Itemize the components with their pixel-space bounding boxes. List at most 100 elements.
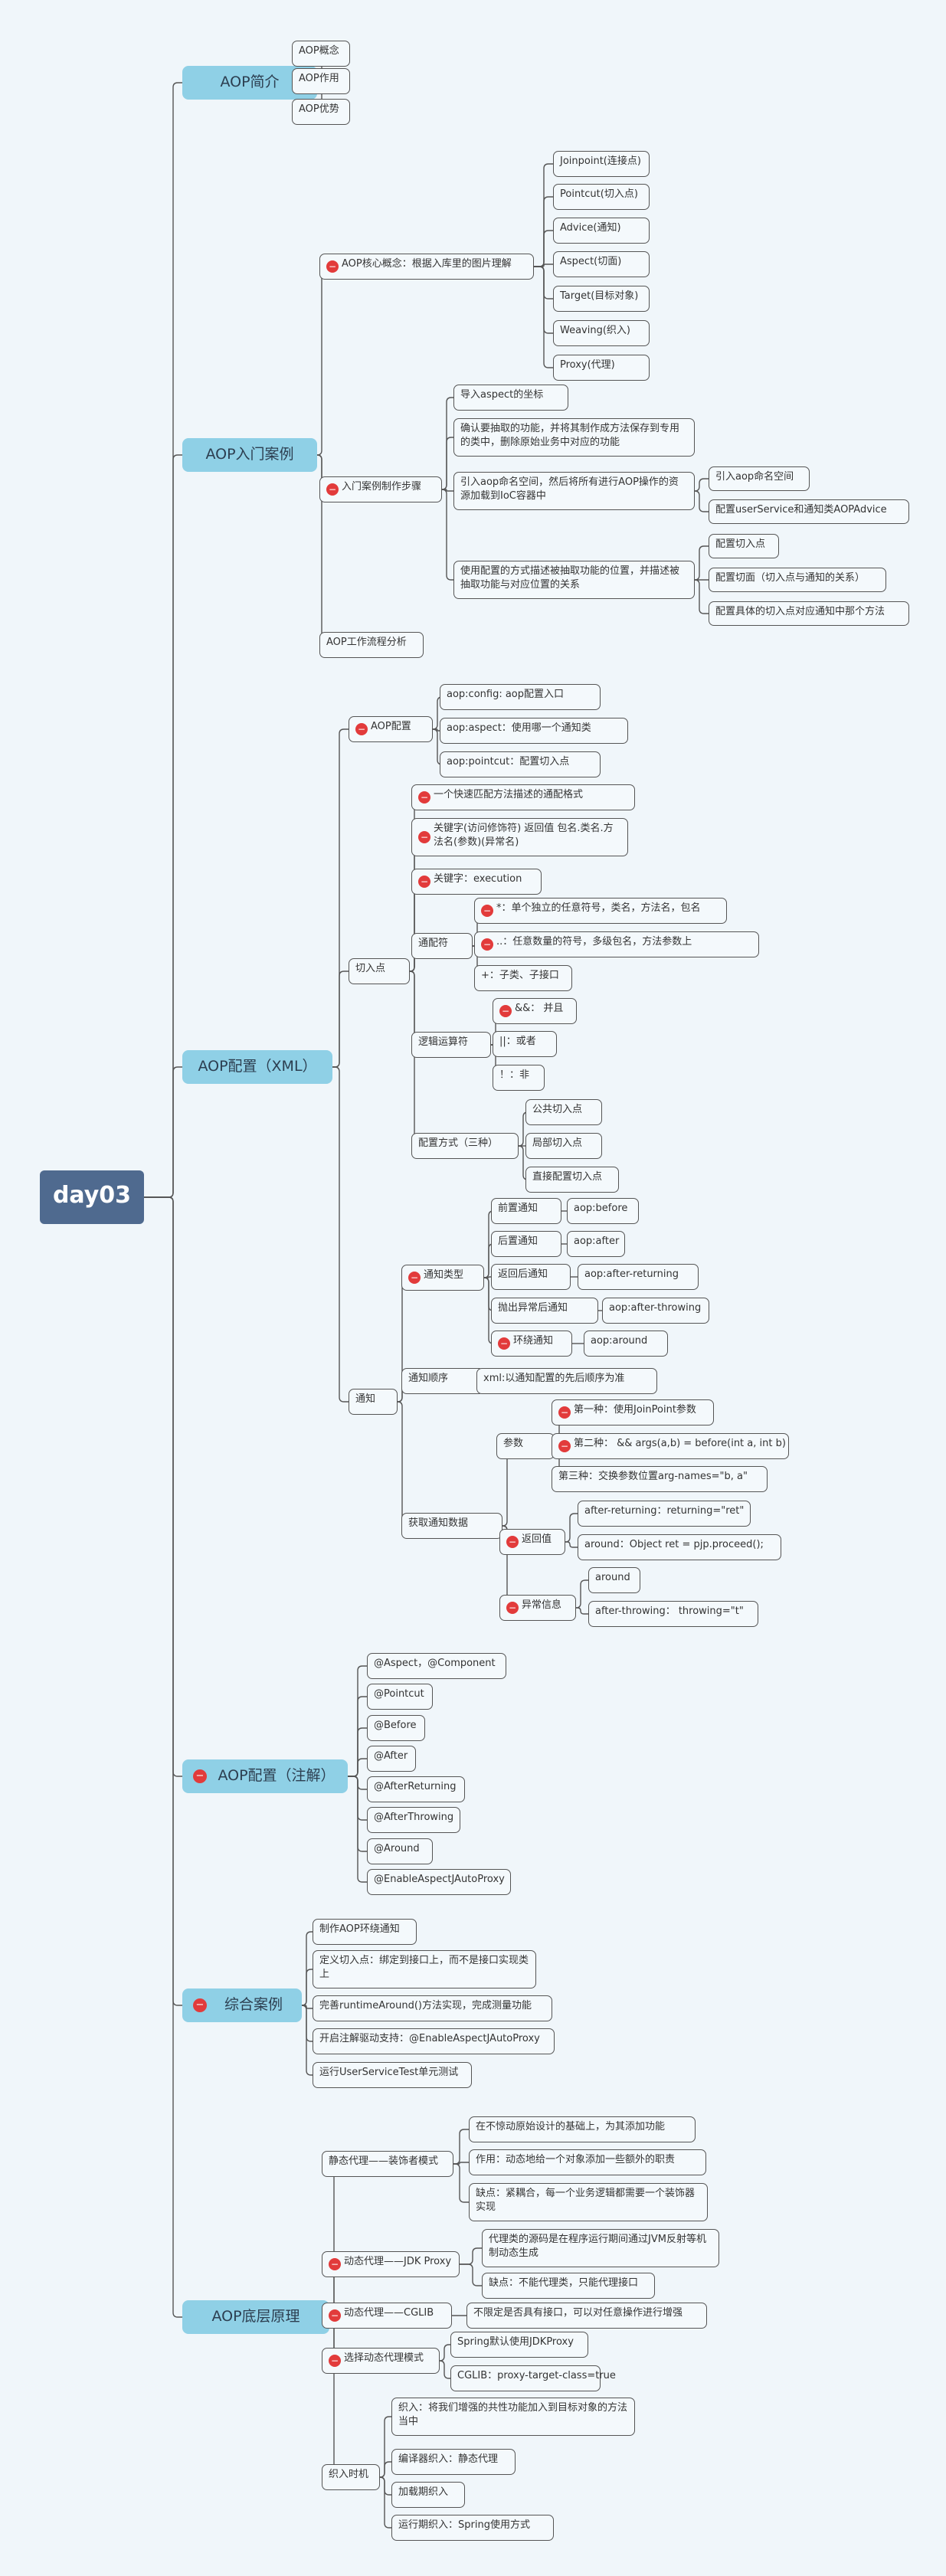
topic-node-c3c2b[interactable]: around：Object ret = pjp.proceed(); [578,1534,781,1560]
topic-node-c1[interactable]: −AOP配置 [349,716,433,742]
topic-node-c3a3[interactable]: 返回后通知 [491,1264,571,1290]
topic-node-c2d3[interactable]: +：子类、子接口 [474,965,572,991]
topic-node-b2d[interactable]: 使用配置的方式描述被抽取功能的位置，并描述被抽取功能与对应位置的关系 [453,561,695,599]
topic-node-c2e2[interactable]: ||：或者 [493,1031,557,1057]
topic-node-f3a[interactable]: 不限定是否具有接口，可以对任意操作进行增强 [466,2303,707,2329]
collapse-minus-icon[interactable]: − [481,938,493,951]
topic-node-c3b[interactable]: 通知顺序 [401,1368,484,1394]
topic-node-b2a[interactable]: 导入aspect的坐标 [453,385,568,411]
topic-node-d7[interactable]: @Around [367,1838,433,1864]
topic-node-d4[interactable]: @After [367,1746,416,1772]
topic-node-b2[interactable]: −入门案例制作步骤 [319,476,442,502]
topic-node-a3[interactable]: AOP优势 [292,99,350,125]
main-branch-node-e[interactable]: −综合案例 [182,1988,302,2022]
topic-node-c1a[interactable]: aop:config: aop配置入口 [440,684,601,710]
topic-node-c2b[interactable]: −关键字(访问修饰符) 返回值 包名.类名.方法名(参数)(异常名) [411,818,628,856]
topic-node-c3a5v[interactable]: aop:around [584,1331,668,1357]
topic-node-d8[interactable]: @EnableAspectJAutoProxy [367,1869,511,1895]
topic-node-c1b[interactable]: aop:aspect：使用哪一个通知类 [440,718,628,744]
topic-node-c2e1[interactable]: −&&： 并且 [493,998,577,1024]
topic-node-d2[interactable]: @Pointcut [367,1684,433,1710]
topic-node-b2c1[interactable]: 引入aop命名空间 [709,466,810,491]
collapse-minus-icon[interactable]: − [329,2258,341,2270]
topic-node-c3c2a[interactable]: after-returning：returning="ret" [578,1501,751,1527]
topic-node-c2f[interactable]: 配置方式（三种） [411,1133,519,1159]
topic-node-c2c[interactable]: −关键字：execution [411,869,542,895]
collapse-minus-icon[interactable]: − [329,2355,341,2367]
topic-node-b3[interactable]: AOP工作流程分析 [319,632,424,658]
topic-node-b1d[interactable]: Aspect(切面) [553,251,650,277]
topic-node-b2b[interactable]: 确认要抽取的功能，并将其制作成方法保存到专用的类中，删除原始业务中对应的功能 [453,418,695,457]
topic-node-f4b[interactable]: CGLIB：proxy-target-class=true [450,2365,616,2391]
topic-node-c3a1v[interactable]: aop:before [567,1198,639,1224]
topic-node-e3[interactable]: 完善runtimeAround()方法实现，完成测量功能 [313,1995,552,2021]
topic-node-c2[interactable]: 切入点 [349,958,410,984]
topic-node-b1a[interactable]: Joinpoint(连接点) [553,151,650,177]
topic-node-c3[interactable]: 通知 [349,1389,398,1415]
collapse-minus-icon[interactable]: − [326,483,339,496]
topic-node-c2f1[interactable]: 公共切入点 [525,1099,602,1125]
topic-node-f5c[interactable]: 加载期织入 [391,2482,465,2508]
collapse-minus-icon[interactable]: − [418,876,430,888]
topic-node-b1g[interactable]: Proxy(代理) [553,355,650,381]
topic-node-a2[interactable]: AOP作用 [292,68,350,94]
collapse-minus-icon[interactable]: − [481,905,493,917]
topic-node-c2d[interactable]: 通配符 [411,933,473,959]
collapse-minus-icon[interactable]: − [329,2309,341,2322]
collapse-minus-icon[interactable]: − [499,1005,512,1017]
topic-node-c3c3[interactable]: −异常信息 [499,1595,576,1621]
topic-node-b1f[interactable]: Weaving(织入) [553,320,650,346]
collapse-minus-icon[interactable]: − [506,1536,519,1548]
topic-node-c2e3[interactable]: ！：非 [493,1065,545,1091]
main-branch-node-a[interactable]: AOP简介 [182,66,317,100]
topic-node-c1c[interactable]: aop:pointcut：配置切入点 [440,751,601,777]
topic-node-c3a[interactable]: −通知类型 [401,1265,484,1291]
topic-node-a1[interactable]: AOP概念 [292,41,350,67]
topic-node-f2[interactable]: −动态代理——JDK Proxy [322,2251,460,2277]
topic-node-c3a4v[interactable]: aop:after-throwing [602,1298,709,1324]
topic-node-b2d3[interactable]: 配置具体的切入点对应通知中那个方法 [709,601,909,626]
topic-node-c3c2[interactable]: −返回值 [499,1529,565,1555]
topic-node-c3a5[interactable]: −环绕通知 [491,1331,572,1357]
topic-node-c3c1[interactable]: 参数 [496,1433,555,1459]
collapse-minus-icon[interactable]: − [418,831,430,843]
collapse-minus-icon[interactable]: − [558,1406,571,1419]
topic-node-b2c2[interactable]: 配置userService和通知类AOPAdvice [709,499,909,524]
topic-node-f5a[interactable]: 织入：将我们增强的共性功能加入到目标对象的方法当中 [391,2398,635,2436]
topic-node-b2d2[interactable]: 配置切面（切入点与通知的关系） [709,568,886,592]
topic-node-b1e[interactable]: Target(目标对象) [553,286,650,312]
topic-node-c3a2[interactable]: 后置通知 [491,1231,561,1257]
topic-node-b2c[interactable]: 引入aop命名空间，然后将所有进行AOP操作的资源加载到IoC容器中 [453,472,695,510]
topic-node-f3[interactable]: −动态代理——CGLIB [322,2303,452,2329]
topic-node-c3a2v[interactable]: aop:after [567,1231,625,1257]
collapse-minus-icon[interactable]: − [418,791,430,804]
collapse-minus-icon[interactable]: − [498,1337,510,1350]
topic-node-c2d1[interactable]: −*：单个独立的任意符号，类名，方法名，包名 [474,898,727,924]
topic-node-c2f2[interactable]: 局部切入点 [525,1133,602,1159]
topic-node-c3a1[interactable]: 前置通知 [491,1198,561,1224]
topic-node-f4[interactable]: −选择动态代理模式 [322,2348,440,2374]
topic-node-f5[interactable]: 织入时机 [322,2464,380,2490]
collapse-minus-icon[interactable]: − [326,260,339,273]
topic-node-e4[interactable]: 开启注解驱动支持：@EnableAspectJAutoProxy [313,2028,555,2054]
topic-node-d1[interactable]: @Aspect，@Component [367,1653,506,1679]
topic-node-f4a[interactable]: Spring默认使用JDKProxy [450,2332,588,2358]
topic-node-e2[interactable]: 定义切入点：绑定到接口上，而不是接口实现类上 [313,1950,536,1988]
topic-node-c3c1b[interactable]: −第二种： && args(a,b) = before(int a, int b… [552,1433,789,1459]
topic-node-e5[interactable]: 运行UserServiceTest单元测试 [313,2062,472,2088]
topic-node-c3c3a[interactable]: around [588,1567,640,1593]
topic-node-f2a[interactable]: 代理类的源码是在程序运行期间通过JVM反射等机制动态生成 [482,2229,719,2267]
collapse-minus-icon[interactable]: − [558,1440,571,1452]
topic-node-b2d1[interactable]: 配置切入点 [709,534,779,558]
topic-node-b1[interactable]: −AOP核心概念：根据入库里的图片理解 [319,254,534,280]
topic-node-c2a[interactable]: −一个快速匹配方法描述的通配格式 [411,784,635,810]
topic-node-e1[interactable]: 制作AOP环绕通知 [313,1919,417,1945]
topic-node-c2f3[interactable]: 直接配置切入点 [525,1167,619,1193]
topic-node-b1c[interactable]: Advice(通知) [553,218,650,244]
topic-node-b1b[interactable]: Pointcut(切入点) [553,184,650,210]
topic-node-f5b[interactable]: 编译器织入：静态代理 [391,2449,516,2475]
main-branch-node-f[interactable]: AOP底层原理 [182,2300,329,2334]
topic-node-f1b[interactable]: 作用：动态地给一个对象添加一些额外的职责 [469,2149,706,2175]
main-branch-node-c[interactable]: AOP配置（XML） [182,1050,332,1084]
topic-node-c3c3b[interactable]: after-throwing： throwing="t" [588,1601,758,1627]
